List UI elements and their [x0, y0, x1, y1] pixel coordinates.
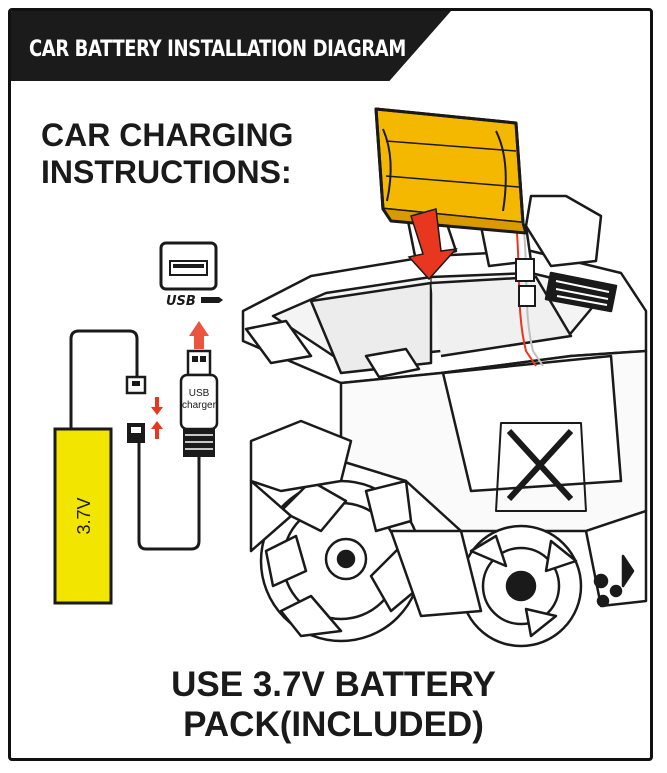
battery-pack-illustration [374, 107, 528, 235]
usb-port-icon [159, 241, 218, 291]
footer-line-2: PACK(INCLUDED) [183, 705, 484, 744]
charging-cable [69, 329, 201, 551]
plug-in-arrow-up [189, 321, 209, 349]
usb-label: USB [166, 294, 196, 309]
instructions-heading: CAR CHARGING INSTRUCTIONS: [41, 117, 293, 191]
battery-connector [125, 375, 147, 443]
installation-illustration: USB USB charger [53, 107, 648, 648]
diagram-frame: CAR BATTERY INSTALLATION DIAGRAM CAR CHA… [8, 8, 653, 761]
front-wheel [259, 479, 423, 643]
connect-arrows [151, 397, 163, 439]
battery-wire [515, 220, 544, 367]
insert-arrow-down [407, 208, 458, 281]
usb-charger-plug [179, 349, 219, 457]
car-chassis-illustration [241, 194, 648, 648]
banner-title: CAR BATTERY INSTALLATION DIAGRAM [29, 36, 406, 63]
usb-charger-label-line2: charger [182, 400, 217, 411]
heading-line-2: INSTRUCTIONS: [41, 154, 292, 190]
heading-line-1: CAR CHARGING [41, 117, 294, 153]
battery-3-7v [53, 427, 113, 605]
title-banner [11, 11, 451, 81]
usb-trident-icon [201, 297, 223, 303]
footer-line-1: USE 3.7V BATTERY [171, 665, 496, 704]
rear-wheel [459, 524, 583, 648]
usb-charger-label-line1: USB [189, 388, 210, 399]
battery-voltage-label: 3.7V [74, 497, 94, 534]
